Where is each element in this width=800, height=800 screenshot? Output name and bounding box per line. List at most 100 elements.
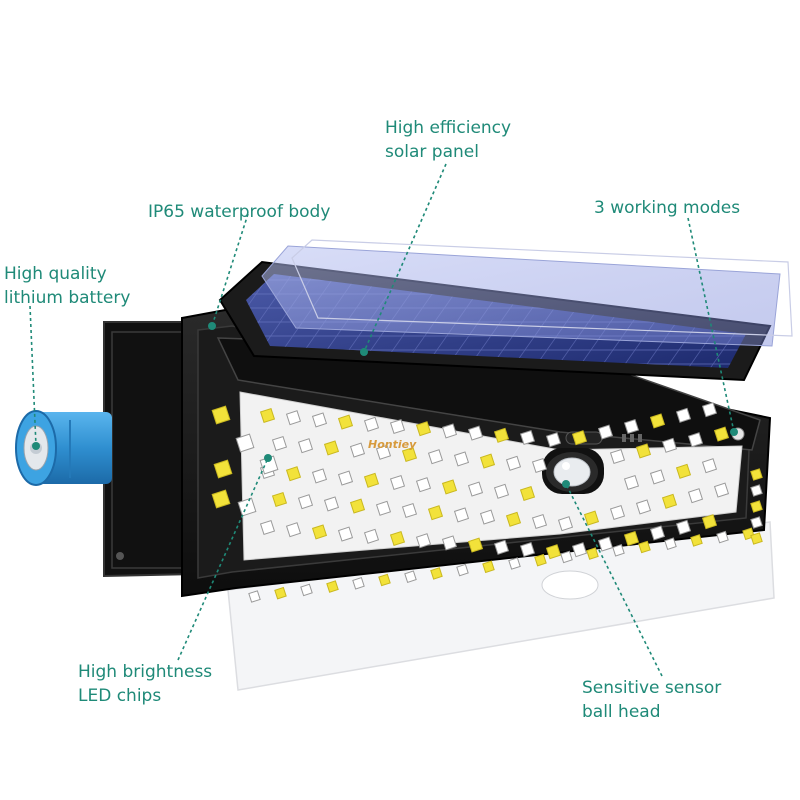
led-chip xyxy=(323,496,340,512)
led-chip xyxy=(482,560,495,574)
led-chip xyxy=(415,421,432,437)
led-chip xyxy=(597,536,614,552)
led-chip xyxy=(349,498,366,514)
led-chip xyxy=(623,474,640,491)
led-chip xyxy=(375,500,392,516)
led-chip xyxy=(467,425,484,441)
solar-glass xyxy=(261,239,793,347)
led-chip xyxy=(211,489,231,509)
led-chip xyxy=(259,519,276,536)
led-chip xyxy=(623,530,640,547)
led-chip xyxy=(237,497,257,517)
led-chip xyxy=(479,509,496,525)
led-chip xyxy=(623,418,640,435)
led-chip xyxy=(300,583,313,597)
led-chip xyxy=(675,463,692,479)
led-chip xyxy=(467,537,484,553)
callout-battery-line2: lithium battery xyxy=(4,288,131,308)
led-chip xyxy=(389,530,406,547)
led-chip xyxy=(675,519,692,535)
led-chip xyxy=(297,438,314,454)
led-chip xyxy=(323,440,340,456)
led-chip xyxy=(389,418,406,435)
led-chip xyxy=(493,427,510,443)
led-chip xyxy=(415,477,432,493)
led-chip xyxy=(750,468,763,481)
led-chip xyxy=(404,570,417,584)
led-chip xyxy=(311,412,328,428)
led-chip xyxy=(352,576,365,590)
led-chip xyxy=(311,524,328,540)
led-chip xyxy=(401,502,418,519)
led-chip xyxy=(479,453,496,469)
led-chip xyxy=(586,547,599,560)
led-chip xyxy=(534,553,547,567)
led-chip xyxy=(441,423,458,439)
led-chip xyxy=(456,563,469,577)
led-chip xyxy=(531,457,548,474)
led-chip xyxy=(701,514,718,530)
callout-solar-panel-line1: High efficiency xyxy=(385,118,512,138)
led-chip xyxy=(519,485,536,502)
led-chip xyxy=(664,537,677,551)
led-chip xyxy=(545,544,562,560)
led-chip xyxy=(363,472,380,488)
brand-logo: Hontiey xyxy=(368,438,417,451)
led-chip xyxy=(609,448,626,465)
led-chip xyxy=(713,482,730,498)
led-chip xyxy=(363,416,380,432)
led-chip xyxy=(635,499,652,515)
leader-lines xyxy=(29,163,735,677)
led-chips xyxy=(211,402,763,603)
led-chip xyxy=(311,468,328,484)
led-chip xyxy=(661,437,678,453)
led-chip xyxy=(389,474,406,491)
led-chip xyxy=(635,443,652,459)
led-chip xyxy=(493,483,510,499)
led-chip xyxy=(716,530,729,544)
led-chip xyxy=(649,413,666,429)
led-chip xyxy=(545,432,562,448)
callout-battery: High quality lithium battery xyxy=(4,262,130,310)
led-chip xyxy=(687,488,704,504)
led-chip xyxy=(441,479,458,495)
led-chip xyxy=(401,446,418,463)
led-chip xyxy=(701,458,718,474)
led-chip xyxy=(453,507,470,523)
callout-led-chips-line1: High brightness xyxy=(78,662,213,682)
led-chip xyxy=(213,459,233,479)
callout-waterproof-body-line1: IP65 waterproof body xyxy=(148,202,331,222)
callout-solar-panel-line2: solar panel xyxy=(385,142,479,162)
led-chip xyxy=(519,541,536,558)
led-chip xyxy=(430,567,443,580)
led-chip xyxy=(560,550,573,564)
callout-waterproof-body: IP65 waterproof body xyxy=(148,200,330,224)
led-chip xyxy=(690,534,703,547)
led-chip xyxy=(531,513,548,530)
led-chip xyxy=(285,466,302,482)
led-chip xyxy=(326,580,339,593)
led-chip xyxy=(427,449,444,465)
led-chip xyxy=(649,469,666,485)
led-chip xyxy=(248,590,261,603)
callout-solar-panel: High efficiency solar panel xyxy=(385,116,511,164)
led-chip xyxy=(441,535,458,551)
led-chip xyxy=(519,429,536,446)
led-chip xyxy=(508,557,521,570)
led-chip xyxy=(750,484,763,497)
led-chip xyxy=(337,414,354,430)
led-chip xyxy=(597,424,614,440)
led-chip xyxy=(687,432,704,448)
callout-sensor: Sensitive sensor ball head xyxy=(582,676,721,724)
led-chip xyxy=(750,532,763,545)
led-chip xyxy=(675,407,692,423)
led-chip xyxy=(649,525,666,541)
led-chip xyxy=(211,405,231,425)
led-chip xyxy=(375,444,392,460)
led-chip xyxy=(505,511,522,527)
led-chip xyxy=(337,526,354,542)
led-chip xyxy=(661,493,678,509)
led-chip xyxy=(271,435,288,452)
led-chip xyxy=(612,543,625,557)
